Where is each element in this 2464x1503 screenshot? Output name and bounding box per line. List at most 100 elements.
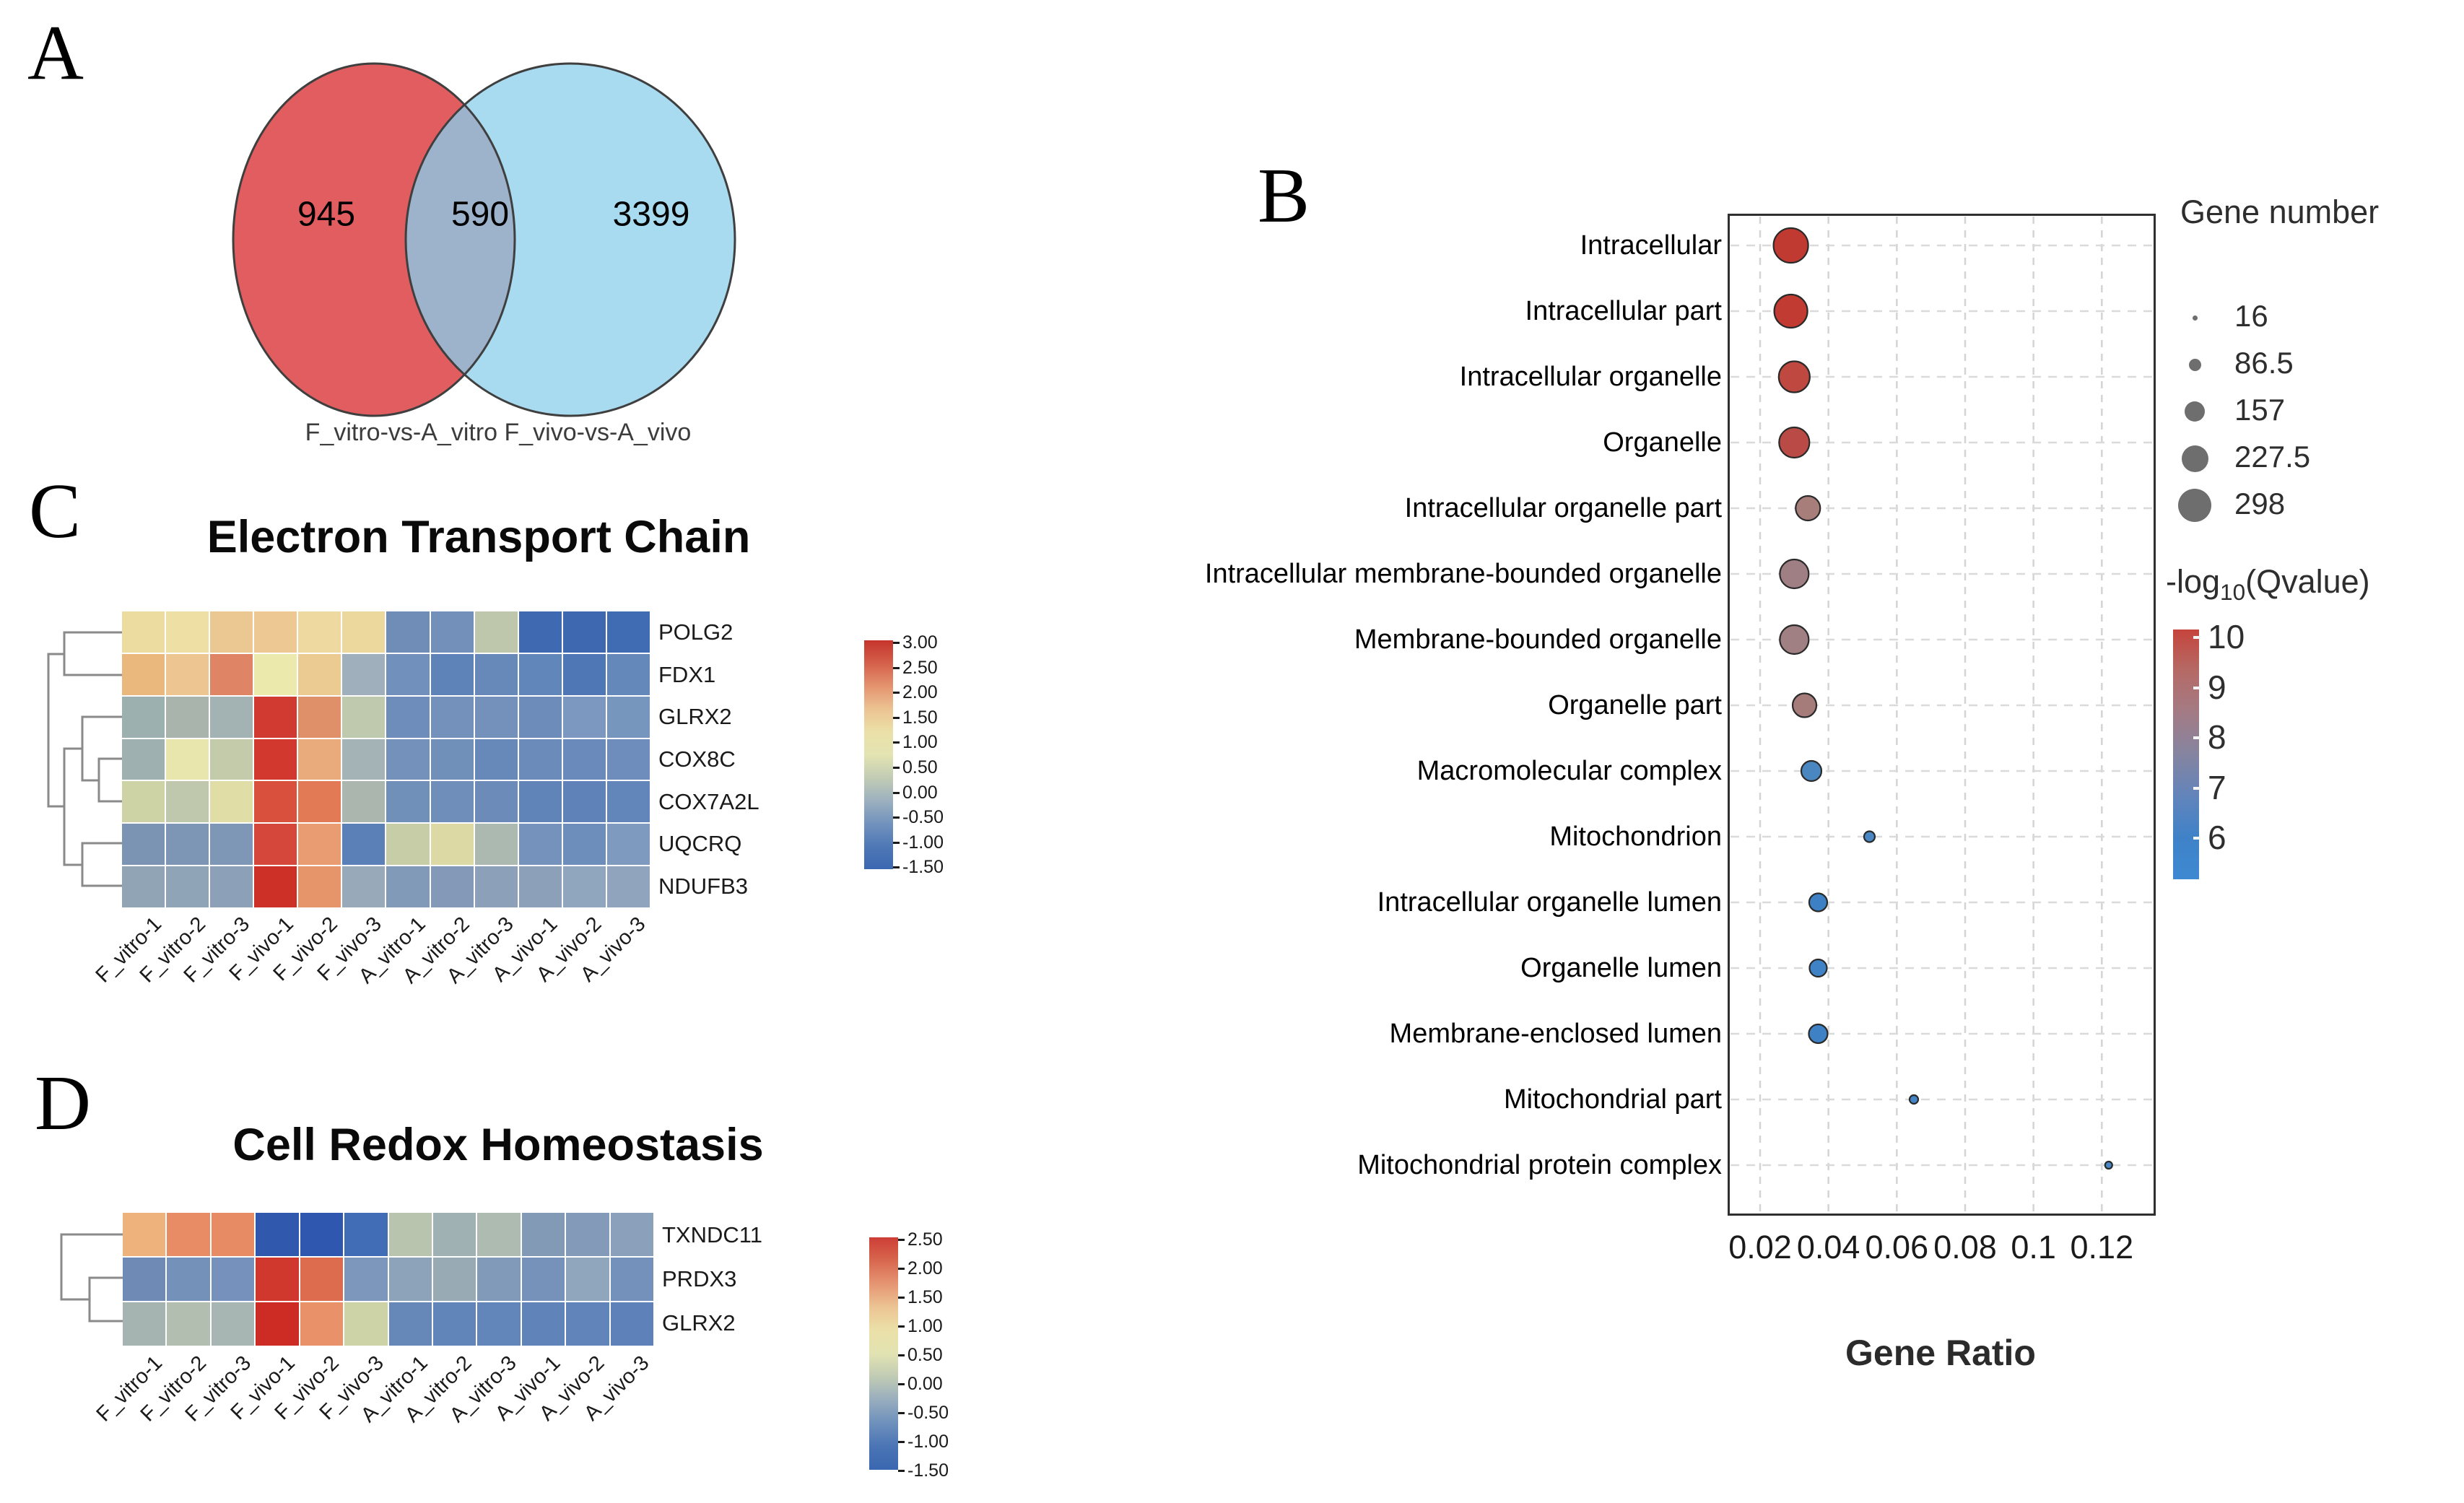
heatmap-cell <box>430 611 474 653</box>
heatmap-cell <box>386 866 430 907</box>
heatmap-colorbar-tick-mark <box>893 767 900 769</box>
heatmap-cell <box>123 1258 166 1301</box>
heatmap-cell <box>386 696 430 738</box>
heatmap-cell <box>562 824 606 866</box>
heatmap-redox-grid <box>123 1213 653 1346</box>
heatmap-cell <box>122 739 165 780</box>
heatmap-cell <box>256 1213 299 1256</box>
heatmap-gene-label: COX7A2L <box>658 788 759 814</box>
heatmap-colorbar-tick-mark <box>893 642 900 644</box>
dotplot-point <box>1808 958 1828 978</box>
heatmap-colorbar-tick-label: -1.50 <box>907 1460 949 1481</box>
heatmap-cell <box>210 653 253 695</box>
heatmap-colorbar-tick-label: 2.00 <box>902 682 938 703</box>
heatmap-cell <box>474 781 518 823</box>
heatmap-colorbar-tick-mark <box>898 1297 905 1299</box>
heatmap-cell <box>300 1302 344 1346</box>
color-legend-title-suffix: (Qvalue) <box>2245 563 2370 600</box>
heatmap-cell <box>298 781 341 823</box>
heatmap-colorbar-tick-label: 1.00 <box>907 1316 943 1336</box>
qvalue-colorbar-tick-mark <box>2193 736 2200 739</box>
dotplot-term-label: Organelle <box>1603 427 1722 458</box>
dotplot-x-tick-label: 0.1 <box>2011 1229 2056 1265</box>
heatmap-etc-grid <box>122 611 650 907</box>
heatmap-gene-label: COX8C <box>658 746 736 772</box>
heatmap-cell <box>166 866 209 907</box>
dotplot-term-label: Membrane-bounded organelle <box>1354 624 1722 655</box>
heatmap-cell <box>300 1258 344 1301</box>
heatmap-colorbar-tick-label: 1.00 <box>902 732 938 753</box>
heatmap-gene-label: GLRX2 <box>662 1310 736 1336</box>
heatmap-cell <box>518 781 562 823</box>
heatmap-cell <box>298 611 341 653</box>
heatmap-cell <box>122 824 165 866</box>
heatmap-colorbar-tick-mark <box>893 716 900 719</box>
heatmap-cell <box>342 866 386 907</box>
heatmap-cell <box>518 739 562 780</box>
dotplot-x-tick-label: 0.08 <box>1933 1229 1997 1265</box>
heatmap-cell <box>430 696 474 738</box>
qvalue-colorbar-tick-mark <box>2193 636 2200 639</box>
heatmap-cell <box>254 696 297 738</box>
heatmap-cell <box>474 653 518 695</box>
heatmap-colorbar-tick-label: 0.00 <box>907 1374 943 1394</box>
heatmap-cell <box>606 696 650 738</box>
qvalue-colorbar-tick-mark <box>2193 837 2200 840</box>
color-legend-title: -log10(Qvalue) <box>2166 563 2370 606</box>
heatmap-cell <box>430 781 474 823</box>
dotplot-term-label: Intracellular membrane-bounded organelle <box>1204 559 1722 589</box>
dotplot-x-tick-label: 0.04 <box>1796 1229 1860 1265</box>
heatmap-cell <box>298 824 341 866</box>
heatmap-gene-label: NDUFB3 <box>658 873 749 899</box>
venn-overlap-region <box>406 64 515 416</box>
heatmap-cell <box>610 1213 653 1256</box>
venn-left-outline <box>232 62 516 417</box>
size-legend-dot <box>2185 401 2205 422</box>
heatmap-cell <box>123 1213 166 1256</box>
heatmap-etc-dendrogram <box>47 631 123 887</box>
heatmap-gene-label: PRDX3 <box>662 1266 737 1291</box>
heatmap-cell <box>518 824 562 866</box>
heatmap-cell <box>254 866 297 907</box>
heatmap-cell <box>298 866 341 907</box>
heatmap-cell <box>342 739 386 780</box>
heatmap-cell <box>430 653 474 695</box>
heatmap-colorbar-tick-label: -1.00 <box>902 832 944 853</box>
dotplot-point <box>1795 495 1821 522</box>
heatmap-cell <box>166 781 209 823</box>
heatmap-cell <box>386 611 430 653</box>
heatmap-colorbar-tick-label: 0.50 <box>902 757 938 777</box>
panel-b-letter: B <box>1258 153 1310 239</box>
heatmap-colorbar-tick-mark <box>893 791 900 794</box>
heatmap-cell <box>606 866 650 907</box>
heatmap-colorbar-tick-label: 1.50 <box>907 1287 943 1307</box>
heatmap-colorbar-tick-label: 2.50 <box>902 657 938 678</box>
dotplot-term-label: Organelle lumen <box>1520 953 1722 983</box>
heatmap-colorbar-tick-label: -0.50 <box>907 1403 949 1423</box>
heatmap-cell <box>562 739 606 780</box>
dotplot-x-tick-label: 0.02 <box>1728 1229 1792 1265</box>
heatmap-redox-colorbar <box>869 1237 898 1470</box>
heatmap-colorbar-tick-mark <box>898 1441 905 1443</box>
heatmap-colorbar-tick-label: 0.00 <box>902 782 938 803</box>
heatmap-cell <box>166 653 209 695</box>
heatmap-cell <box>521 1213 565 1256</box>
heatmap-colorbar-tick-mark <box>898 1412 905 1414</box>
venn-right-count: 3399 <box>613 196 690 234</box>
qvalue-colorbar-tick-label: 8 <box>2208 718 2226 756</box>
heatmap-cell <box>477 1302 521 1346</box>
heatmap-colorbar-tick-label: 1.50 <box>902 707 938 728</box>
color-legend-title-prefix: -log <box>2166 563 2221 600</box>
dotplot-point <box>1800 759 1823 783</box>
heatmap-colorbar-tick-mark <box>898 1325 905 1328</box>
heatmap-cell <box>298 653 341 695</box>
heatmap-gene-label: UQCRQ <box>658 831 742 857</box>
heatmap-cell <box>256 1302 299 1346</box>
heatmap-cell <box>342 653 386 695</box>
dotplot-term-label: Intracellular <box>1580 230 1722 261</box>
heatmap-cell <box>562 653 606 695</box>
heatmap-cell <box>474 611 518 653</box>
size-legend-title: Gene number <box>2180 193 2380 230</box>
heatmap-cell <box>122 653 165 695</box>
dotplot-term-label: Intracellular organelle part <box>1404 493 1722 523</box>
